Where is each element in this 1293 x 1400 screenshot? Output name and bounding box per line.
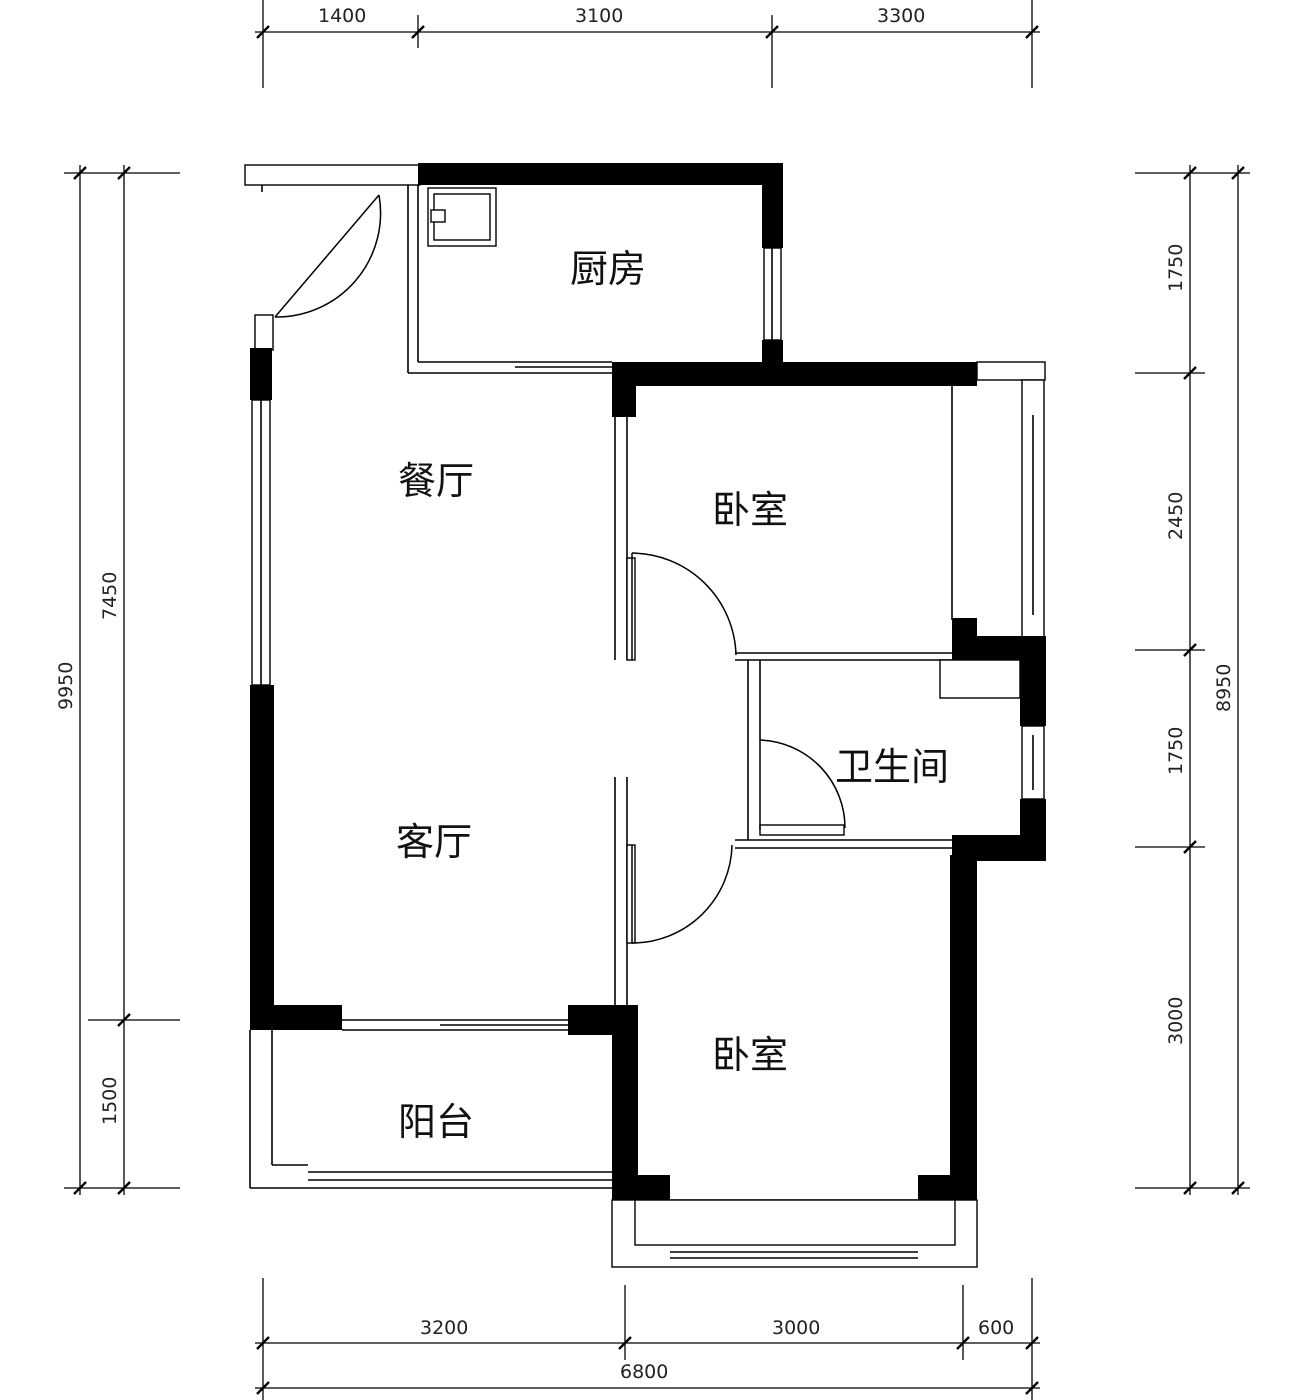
top-dimension-line: 1400 3100 3300 bbox=[255, 0, 1040, 88]
dim-bottom-2: 3000 bbox=[772, 1317, 820, 1339]
dim-right-2: 2450 bbox=[1165, 492, 1187, 540]
dim-bottom-1: 3200 bbox=[420, 1317, 468, 1339]
room-label-dining: 餐厅 bbox=[398, 459, 474, 503]
dim-top-2: 3100 bbox=[575, 5, 623, 27]
room-label-living: 客厅 bbox=[396, 820, 472, 864]
dim-bottom-total: 6800 bbox=[620, 1361, 668, 1383]
balcony bbox=[249, 1019, 612, 1189]
dim-right-4: 3000 bbox=[1165, 997, 1187, 1045]
dim-top-1: 1400 bbox=[318, 5, 366, 27]
room-label-balcony: 阳台 bbox=[398, 1100, 474, 1144]
dim-right-1: 1750 bbox=[1165, 244, 1187, 292]
right-dimension-line: 1750 2450 1750 3000 8950 bbox=[1135, 165, 1250, 1195]
dim-right-total: 8950 bbox=[1213, 664, 1235, 712]
entry-door bbox=[254, 194, 382, 351]
dim-left-1: 7450 bbox=[99, 572, 121, 620]
dim-bottom-3: 600 bbox=[978, 1317, 1014, 1339]
left-dimension-line: 9950 7450 1500 bbox=[55, 165, 180, 1195]
kitchen bbox=[244, 163, 783, 374]
room-label-kitchen: 厨房 bbox=[570, 247, 646, 291]
bedroom-top bbox=[612, 361, 1046, 661]
room-label-bathroom: 卫生间 bbox=[835, 745, 949, 789]
dim-left-total: 9950 bbox=[55, 662, 77, 710]
dim-right-3: 1750 bbox=[1165, 727, 1187, 775]
room-label-bedroom-bottom: 卧室 bbox=[712, 1033, 788, 1077]
bottom-dimension-line: 3200 3000 600 6800 bbox=[255, 1278, 1040, 1400]
dim-top-3: 3300 bbox=[877, 5, 925, 27]
bedroom-bottom bbox=[568, 777, 978, 1268]
dim-left-2: 1500 bbox=[99, 1077, 121, 1125]
room-label-bedroom-top: 卧室 bbox=[712, 488, 788, 532]
left-wall bbox=[250, 348, 342, 1030]
